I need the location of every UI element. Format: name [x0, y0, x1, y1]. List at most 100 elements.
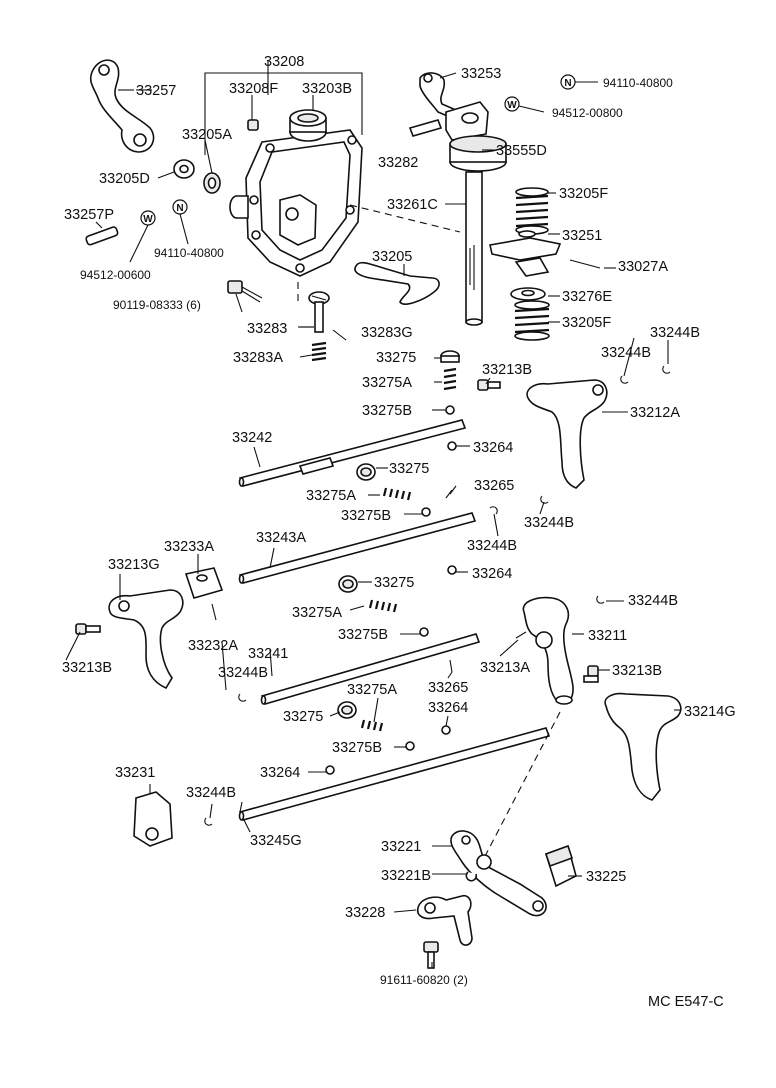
label-33283: 33283: [247, 321, 287, 337]
bolt-33213b-right: [583, 665, 599, 683]
label-33203b: 33203B: [302, 81, 352, 97]
label-33275b-2: 33275B: [341, 508, 391, 524]
label-33244b-4: 33244B: [467, 538, 517, 554]
boot-33555d: [449, 135, 507, 172]
snap-ring-33244b-e: [596, 595, 605, 604]
pin-33265-2: [449, 659, 453, 673]
shift-rail-33245g: [238, 727, 551, 821]
lever-33205: [354, 261, 440, 305]
label-33265-1: 33265: [474, 478, 514, 494]
ball-33264-3: [441, 725, 451, 735]
label-33225: 33225: [586, 869, 626, 885]
lever-33253: [419, 72, 458, 120]
label-33205d: 33205D: [99, 171, 150, 187]
label-33208: 33208: [264, 54, 304, 70]
label-94110-right: 94110-40800: [603, 76, 673, 90]
washer-33276e: [510, 287, 546, 301]
label-33275b-3: 33275B: [338, 627, 388, 643]
bolt-33213b-left: [75, 623, 101, 635]
pin-33027a: [569, 259, 601, 269]
label-33244b-5: 33244B: [628, 593, 678, 609]
label-33221: 33221: [381, 839, 421, 855]
part-labels: 33208 33208F 33203B 33257 33205A 33205D …: [62, 54, 736, 1010]
label-33257p: 33257P: [64, 207, 114, 223]
spring-33275a-3: [368, 599, 398, 613]
label-33244b-1: 33244B: [601, 345, 651, 361]
shift-rail-33241: [260, 633, 481, 705]
snap-ring-33244b-d: [489, 506, 498, 515]
label-33275a-4: 33275A: [347, 682, 397, 698]
shift-lever-33257: [89, 59, 155, 153]
pin-33213a: [515, 631, 527, 639]
label-94110-left: 94110-40800: [154, 246, 224, 260]
label-33205a: 33205A: [182, 127, 232, 143]
ball-33264-1: [447, 441, 457, 451]
label-33213b-3: 33213B: [612, 663, 662, 679]
washer-badge-w-left: W: [140, 210, 156, 226]
plug-33275-4: [337, 701, 357, 719]
ball-33275b-4: [405, 741, 415, 751]
label-94512-right: 94512-00800: [552, 106, 623, 120]
label-33233a: 33233A: [164, 539, 214, 555]
shift-fork-33214g: [604, 692, 682, 801]
svg-text:W: W: [507, 100, 517, 111]
label-33264-3: 33264: [428, 700, 468, 716]
label-33275a-2: 33275A: [306, 488, 356, 504]
label-94512-left: 94512-00600: [80, 268, 151, 282]
label-33264-2: 33264: [472, 566, 512, 582]
plug-33275-2: [356, 463, 376, 481]
label-33211: 33211: [588, 628, 627, 644]
label-33257: 33257: [136, 83, 176, 99]
label-33244b-6: 33244B: [218, 665, 268, 681]
label-33213g: 33213G: [108, 557, 160, 573]
label-33221b: 33221B: [381, 868, 431, 884]
ball-33275b-3: [419, 627, 429, 637]
block-33233a: [184, 567, 224, 599]
screw-33283: [308, 291, 330, 333]
diagram-code: MC E547-C: [648, 994, 724, 1010]
snap-ring-33244b-f: [238, 693, 247, 702]
spring-33275a-4: [360, 719, 384, 732]
label-33555d: 33555D: [496, 143, 547, 159]
label-33275-1: 33275: [376, 350, 416, 366]
label-33275a-1: 33275A: [362, 375, 412, 391]
block-33231: [133, 791, 173, 847]
label-91611: 91611-60820 (2): [380, 973, 468, 987]
spring-33275a-2: [382, 487, 412, 501]
label-33205f-top: 33205F: [559, 186, 608, 202]
svg-text:N: N: [176, 203, 183, 214]
ball-33264-2: [447, 565, 457, 575]
bracket-33208: [204, 72, 363, 155]
leader-lines: [65, 72, 680, 968]
svg-text:W: W: [143, 214, 153, 225]
label-33261c: 33261C: [387, 197, 438, 213]
shift-rail-33243a: [238, 512, 477, 584]
label-33251: 33251: [562, 228, 602, 244]
label-33214g: 33214G: [684, 704, 736, 720]
label-33242: 33242: [232, 430, 272, 446]
nut-badge-n-right: N: [560, 74, 576, 90]
plate-33251: [489, 230, 562, 261]
spring-33283a: [311, 341, 327, 362]
snap-ring-33244b-b: [662, 365, 671, 374]
shift-rail-33242: [238, 419, 467, 487]
bolt-33213b-top: [477, 379, 501, 391]
snap-ring-33244b-g: [204, 817, 213, 826]
label-33232a: 33232A: [188, 638, 238, 654]
label-33275-4: 33275: [283, 709, 323, 725]
spring-33205f-bottom: [514, 300, 550, 341]
label-33253: 33253: [461, 66, 501, 82]
pin-33232a: [211, 603, 217, 621]
label-90119: 90119-08333 (6): [113, 298, 201, 312]
cap-33203b: [289, 109, 327, 142]
label-33241: 33241: [248, 646, 288, 662]
label-33244b-3: 33244B: [524, 515, 574, 531]
label-33276e: 33276E: [562, 289, 612, 305]
label-33027a: 33027A: [618, 259, 668, 275]
pin-33282: [408, 119, 443, 137]
label-33265-2: 33265: [428, 680, 468, 696]
lever-33221: [450, 830, 547, 917]
label-33275a-3: 33275A: [292, 605, 342, 621]
snap-ring-33244b-a: [620, 375, 629, 384]
plug-33208f: [247, 119, 259, 131]
